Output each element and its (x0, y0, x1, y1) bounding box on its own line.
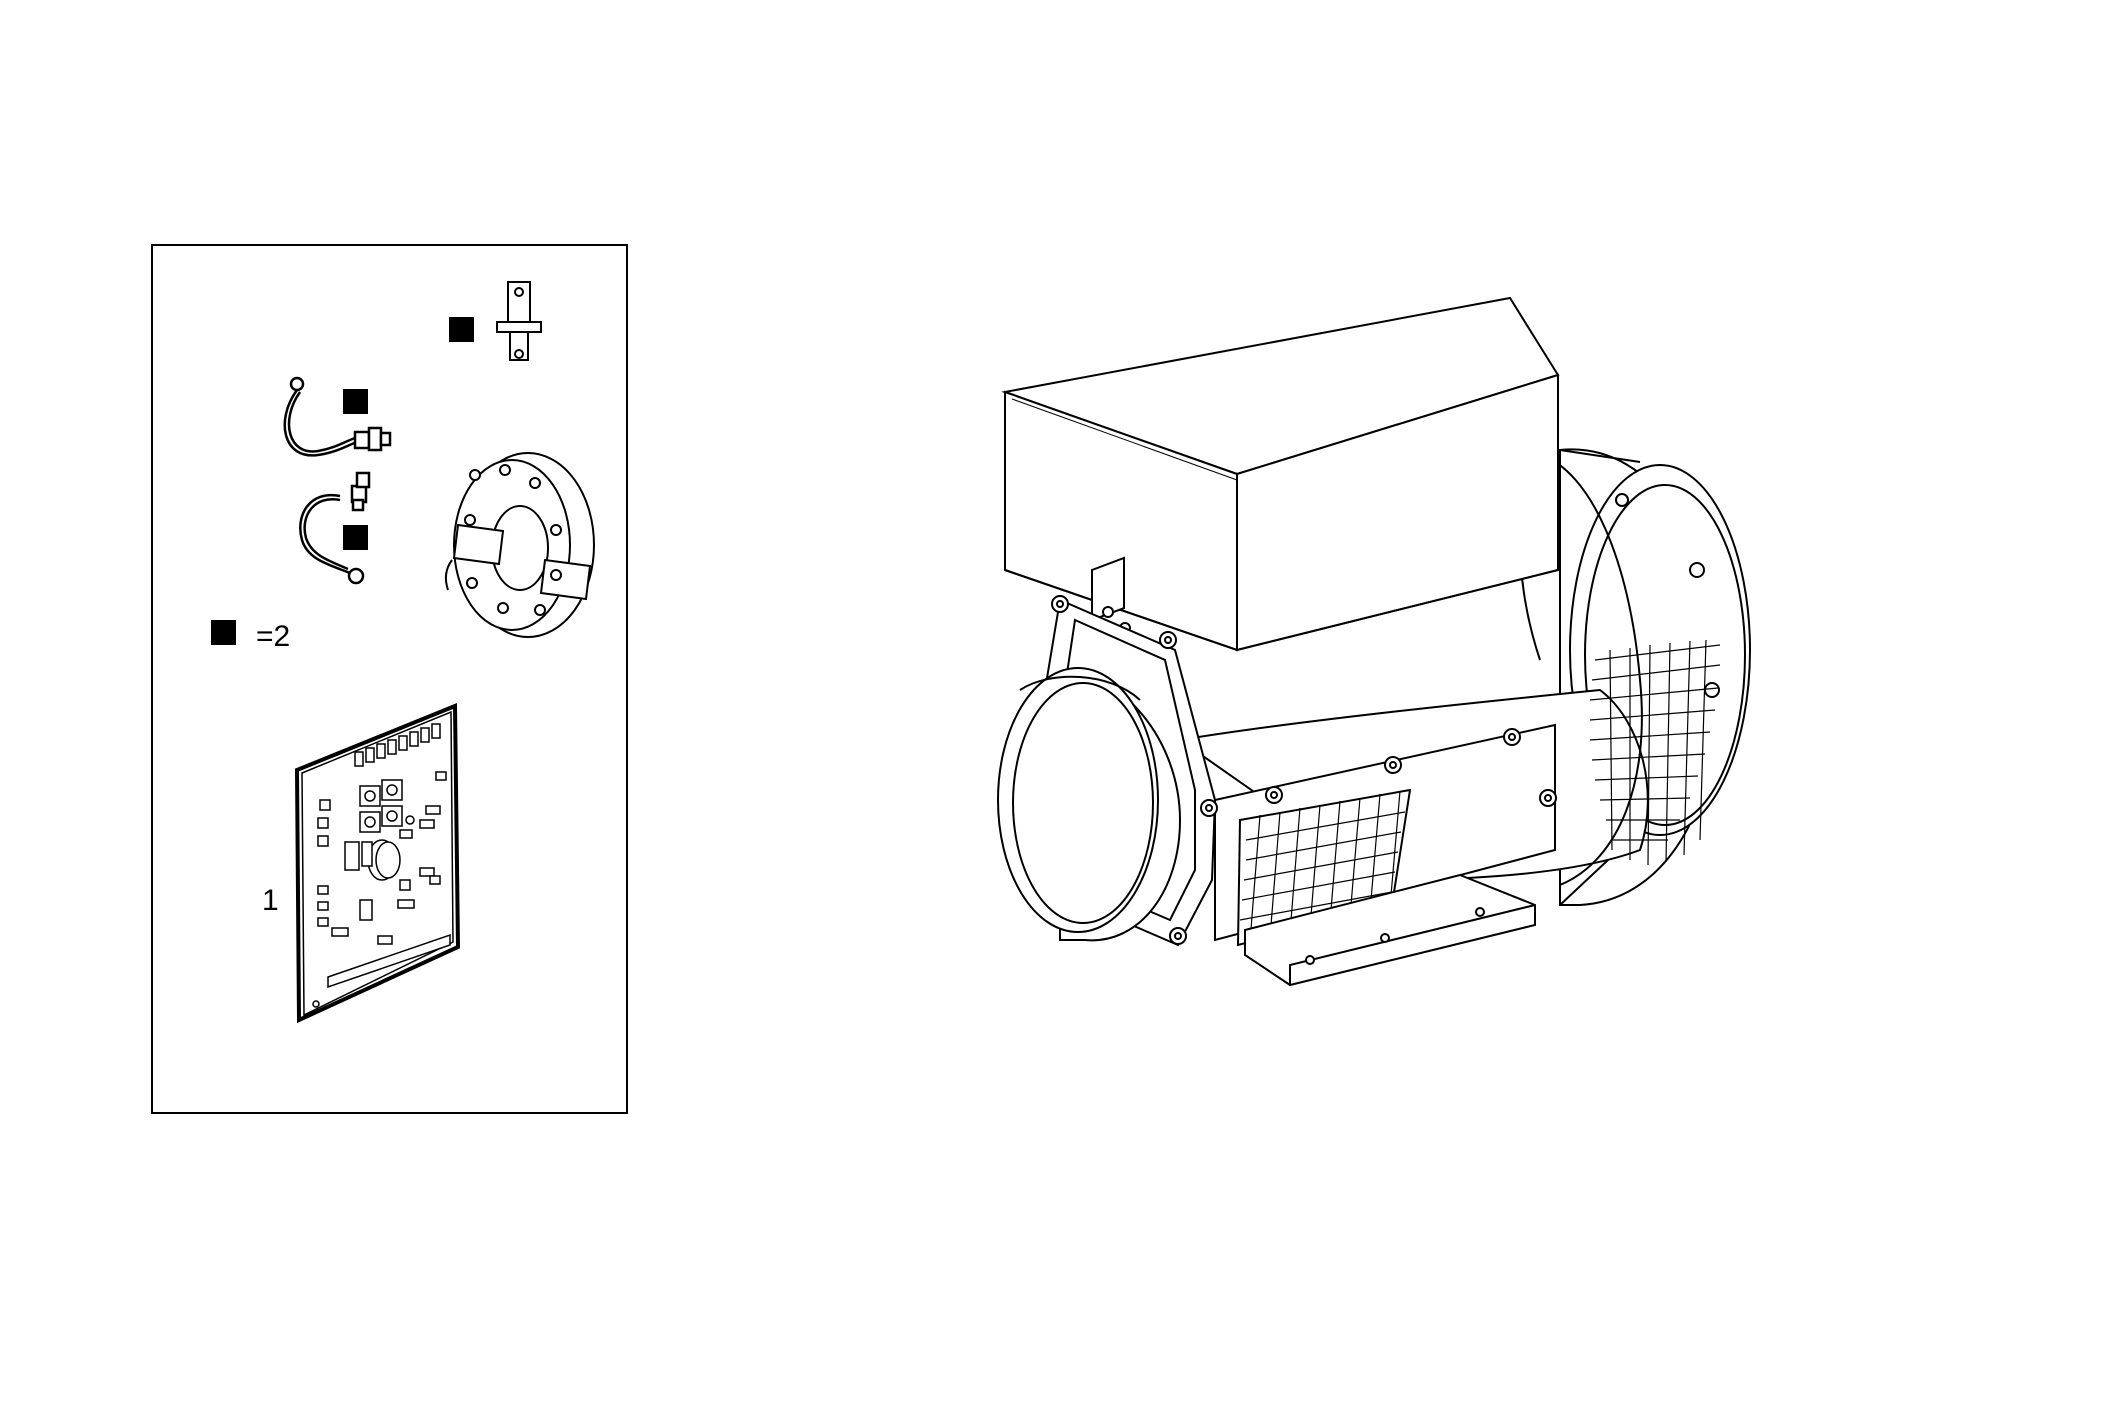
square-marker-icon (343, 389, 368, 414)
diode-icon (496, 281, 542, 361)
legend-marker (211, 620, 236, 645)
avr-circuit-board-icon (294, 703, 461, 1024)
square-marker-icon (449, 317, 474, 342)
lead-wire-icon (283, 376, 392, 457)
legend-quantity-text: =2 (256, 620, 290, 653)
inset-frame (151, 244, 628, 1114)
alternator-icon (997, 296, 1751, 987)
lead-wire-icon (299, 471, 371, 585)
rotating-rectifier-icon (444, 452, 595, 638)
callout-label-1: 1 (262, 884, 279, 917)
square-marker-icon (343, 525, 368, 550)
spare-parts-inset: =2 (151, 244, 628, 1114)
